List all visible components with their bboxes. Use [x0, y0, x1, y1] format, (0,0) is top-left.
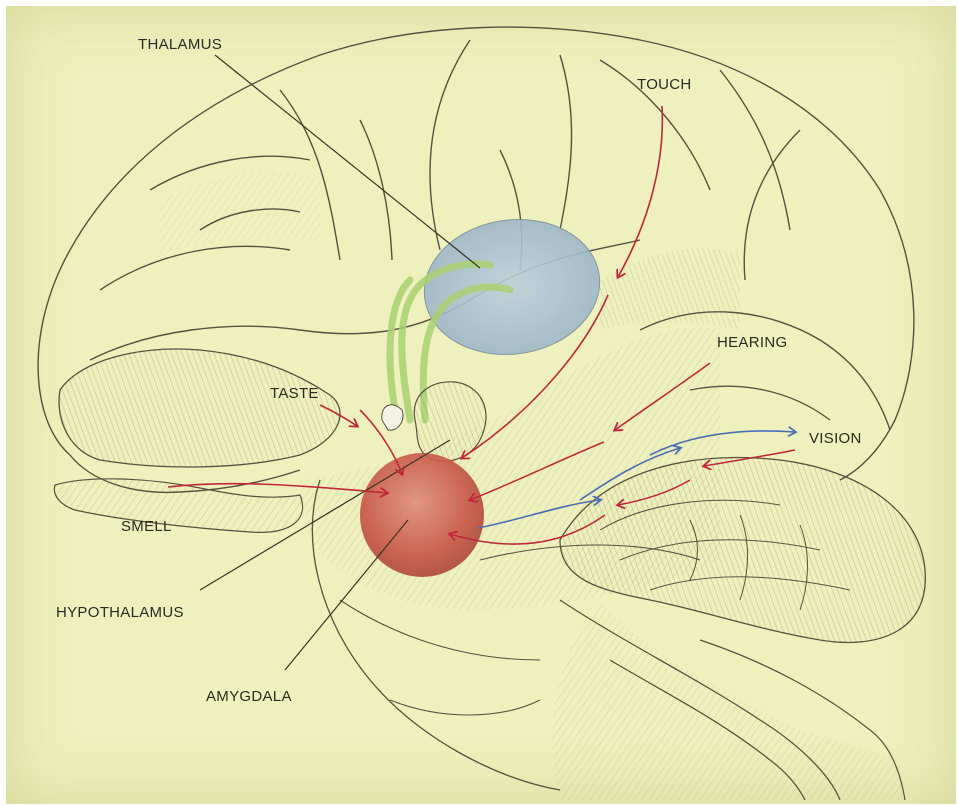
touch-label: TOUCH	[637, 76, 692, 93]
cerebellum	[560, 458, 925, 643]
hypothalamus-label: HYPOTHALAMUS	[56, 604, 184, 621]
thalamus-label: THALAMUS	[138, 36, 222, 53]
touch-arrow	[618, 106, 662, 277]
taste-label: TASTE	[270, 385, 319, 402]
hearing-label: HEARING	[717, 334, 787, 351]
amygdala-label: AMYGDALA	[206, 688, 292, 705]
vision-label: VISION	[809, 430, 862, 447]
thalamus-region	[416, 208, 609, 365]
smell-label: SMELL	[121, 518, 172, 535]
